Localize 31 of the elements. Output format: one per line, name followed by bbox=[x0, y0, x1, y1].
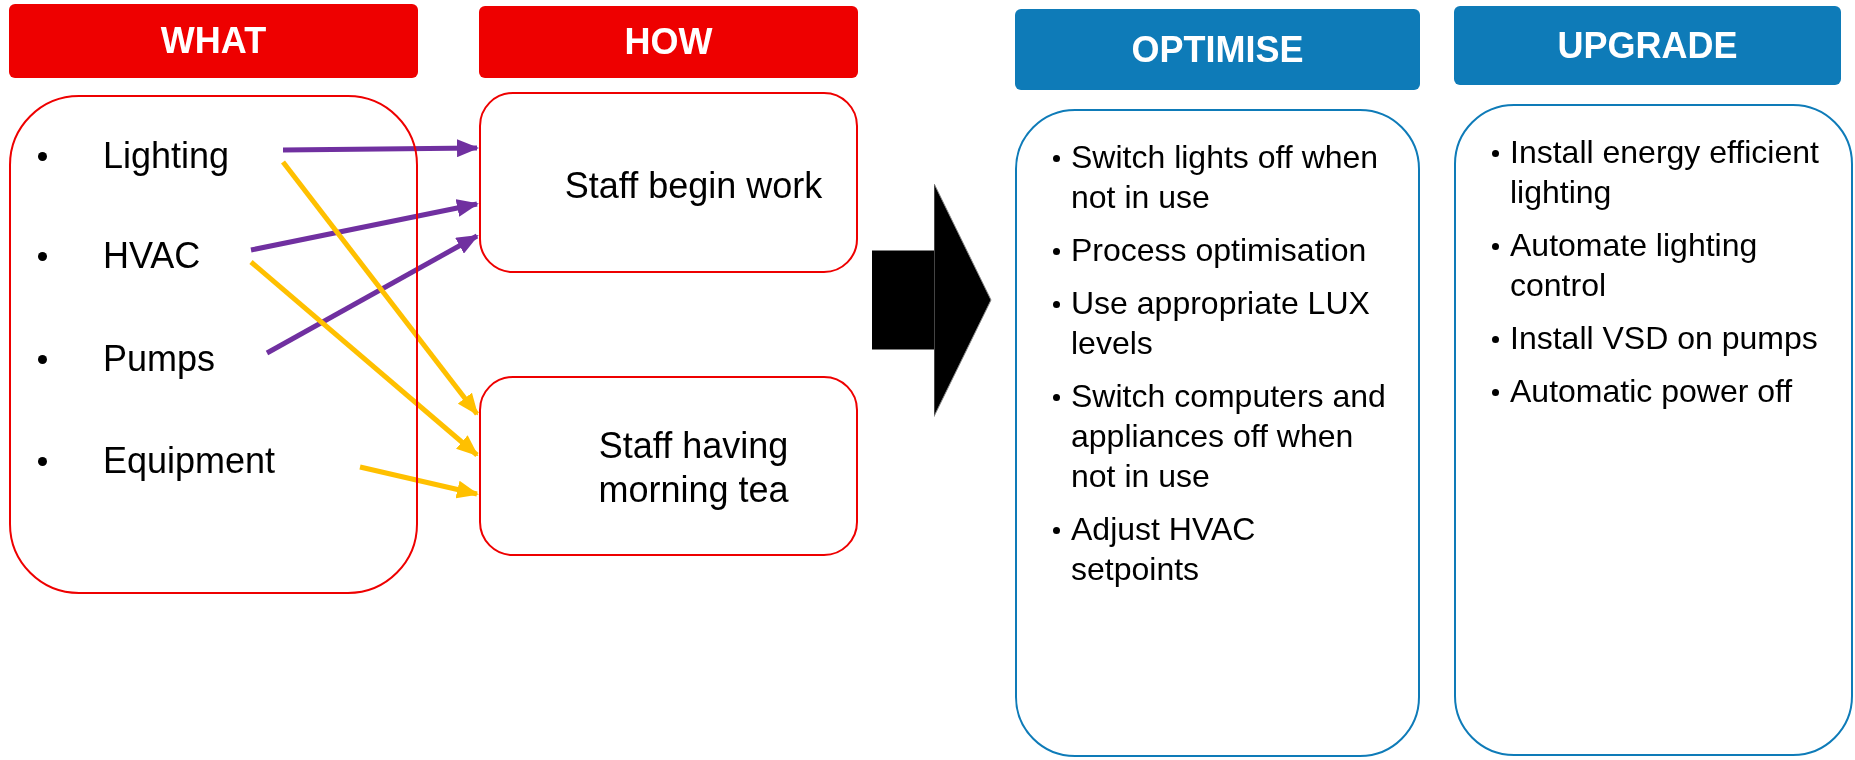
rounded-box bbox=[479, 92, 858, 273]
list-item-text: Equipment bbox=[103, 439, 360, 483]
list-item-text: Process optimisation bbox=[1071, 232, 1367, 268]
arrow bbox=[249, 260, 479, 457]
list-item-text: Lighting bbox=[103, 134, 283, 178]
list-item-text: HVAC bbox=[103, 234, 251, 278]
rounded-panel bbox=[1015, 109, 1420, 757]
header-bar: OPTIMISE bbox=[1015, 9, 1420, 90]
rounded-box bbox=[9, 95, 418, 594]
rounded-box bbox=[479, 376, 858, 556]
rounded-panel bbox=[1454, 104, 1853, 756]
list-item-text: Install energy efficient lighting bbox=[1510, 134, 1819, 210]
box-text: Staff having morning tea bbox=[597, 424, 790, 512]
header-bar: HOW bbox=[479, 6, 858, 78]
list-item-text: Adjust HVAC setpoints bbox=[1071, 511, 1256, 587]
arrow bbox=[282, 139, 479, 158]
list-item-text: Use appropriate LUX levels bbox=[1071, 285, 1370, 361]
list-item-text: Automate lighting control bbox=[1510, 227, 1758, 303]
arrow bbox=[281, 160, 479, 416]
list-item-text: Automatic power off bbox=[1510, 373, 1793, 409]
arrow bbox=[265, 233, 479, 356]
block-arrow bbox=[872, 183, 992, 417]
box-text: Staff begin work bbox=[563, 164, 824, 208]
list-item-text: Install VSD on pumps bbox=[1510, 320, 1818, 356]
list-item-text: Switch lights off when not in use bbox=[1071, 139, 1379, 215]
header-bar: UPGRADE bbox=[1454, 6, 1841, 85]
list-item-text: Pumps bbox=[103, 337, 267, 381]
arrow bbox=[250, 199, 479, 253]
arrow bbox=[359, 464, 479, 499]
header-bar: WHAT bbox=[9, 4, 418, 78]
list-item-text: Switch computers and appliances off when not in use bbox=[1071, 378, 1386, 494]
